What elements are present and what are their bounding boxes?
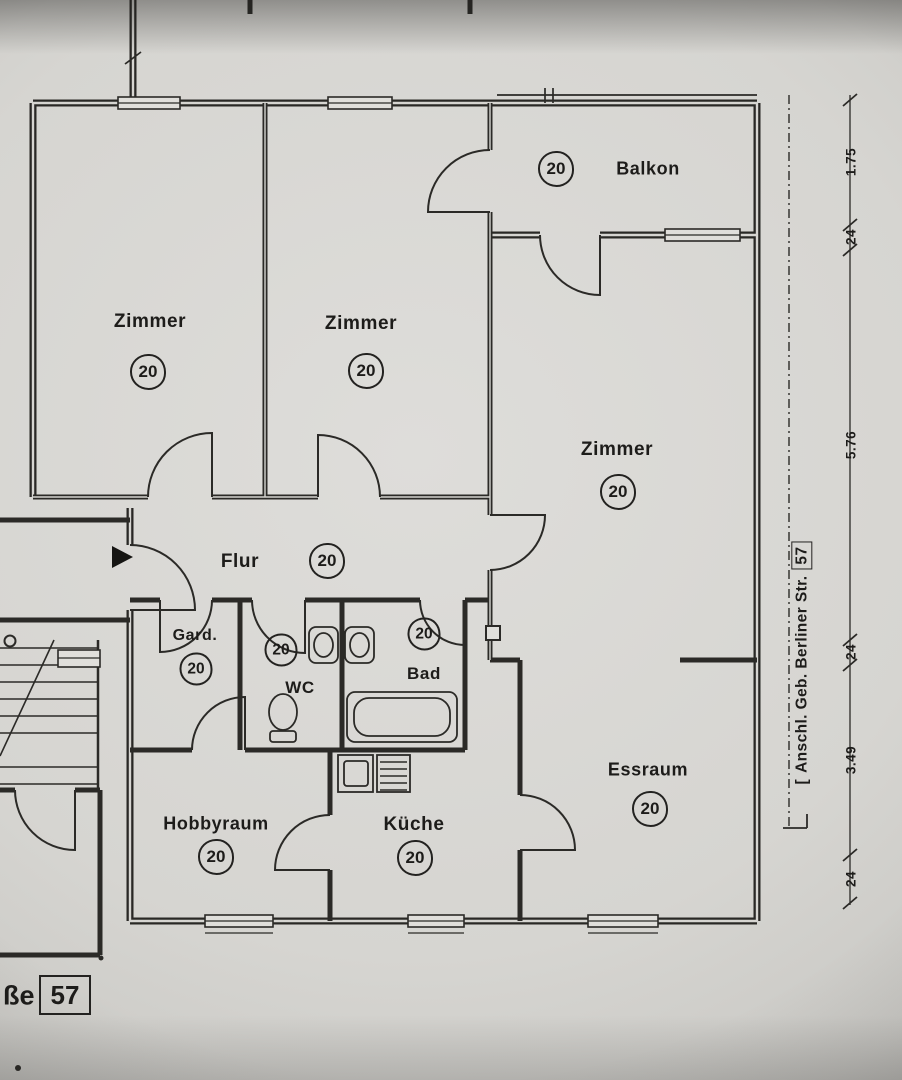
room-number-essraum: 20 bbox=[632, 791, 668, 827]
shaft-column bbox=[485, 625, 501, 641]
dimension-label: 1.75 bbox=[843, 147, 859, 177]
staircase bbox=[0, 634, 101, 788]
side-note: [ Anschl. Geb. Berliner Str. 57 bbox=[791, 541, 813, 785]
room-label-zimmer-1: Zimmer bbox=[113, 311, 187, 332]
windows bbox=[117, 96, 741, 934]
dimension-label: 24 bbox=[843, 228, 859, 246]
room-number-hobbyraum: 20 bbox=[198, 839, 234, 875]
room-label-bad: Bad bbox=[407, 664, 441, 683]
dimension-label: 5.76 bbox=[843, 430, 859, 460]
room-label-zimmer-2: Zimmer bbox=[324, 313, 398, 334]
kitchen-sink-icon bbox=[337, 754, 374, 793]
room-number-gard: 20 bbox=[179, 652, 213, 686]
street-name-suffix: ße bbox=[3, 980, 35, 1011]
entrance-arrow-icon bbox=[112, 546, 133, 568]
room-label-gard: Gard. bbox=[172, 627, 218, 644]
bathroom-fixtures bbox=[268, 626, 458, 743]
room-number-zimmer-3: 20 bbox=[600, 474, 636, 510]
reference-line bbox=[783, 95, 808, 829]
room-label-zimmer-3: Zimmer bbox=[580, 439, 654, 460]
room-label-balkon: Balkon bbox=[616, 158, 680, 179]
room-label-flur: Flur bbox=[220, 551, 260, 572]
room-number-bad: 20 bbox=[407, 617, 441, 651]
room-number-kueche: 20 bbox=[397, 840, 433, 876]
room-number-zimmer-1: 20 bbox=[130, 354, 166, 390]
toilet-icon bbox=[268, 693, 298, 731]
dimension-chain bbox=[842, 93, 858, 910]
dimension-label: 24 bbox=[843, 643, 859, 661]
bad-sink-icon bbox=[344, 626, 375, 664]
room-label-hobbyraum: Hobbyraum bbox=[163, 813, 269, 834]
stove-icon bbox=[376, 754, 411, 793]
bathtub-icon bbox=[346, 691, 458, 743]
room-label-kueche: Küche bbox=[383, 814, 445, 835]
side-note-text: Anschl. Geb. Berliner Str. bbox=[793, 575, 810, 773]
photo-specks bbox=[15, 955, 104, 1071]
wc-sink-icon bbox=[308, 626, 339, 664]
room-number-flur: 20 bbox=[309, 543, 345, 579]
side-note-number: 57 bbox=[791, 541, 813, 570]
room-number-wc: 20 bbox=[264, 633, 298, 667]
interior-walls bbox=[0, 0, 757, 958]
door-swings bbox=[14, 149, 601, 871]
room-label-wc: WC bbox=[285, 678, 315, 697]
side-note-bracket: [ bbox=[793, 778, 810, 785]
house-number-box: 57 bbox=[39, 975, 91, 1015]
room-number-balkon: 20 bbox=[538, 151, 574, 187]
kitchen-fixtures bbox=[337, 754, 411, 793]
house-number: 57 bbox=[50, 979, 80, 1010]
dimension-label: 3.49 bbox=[843, 745, 859, 775]
dimension-label: 24 bbox=[843, 870, 859, 888]
room-label-essraum: Essraum bbox=[607, 759, 689, 780]
room-number-zimmer-2: 20 bbox=[348, 353, 384, 389]
balcony-railing bbox=[124, 51, 757, 103]
